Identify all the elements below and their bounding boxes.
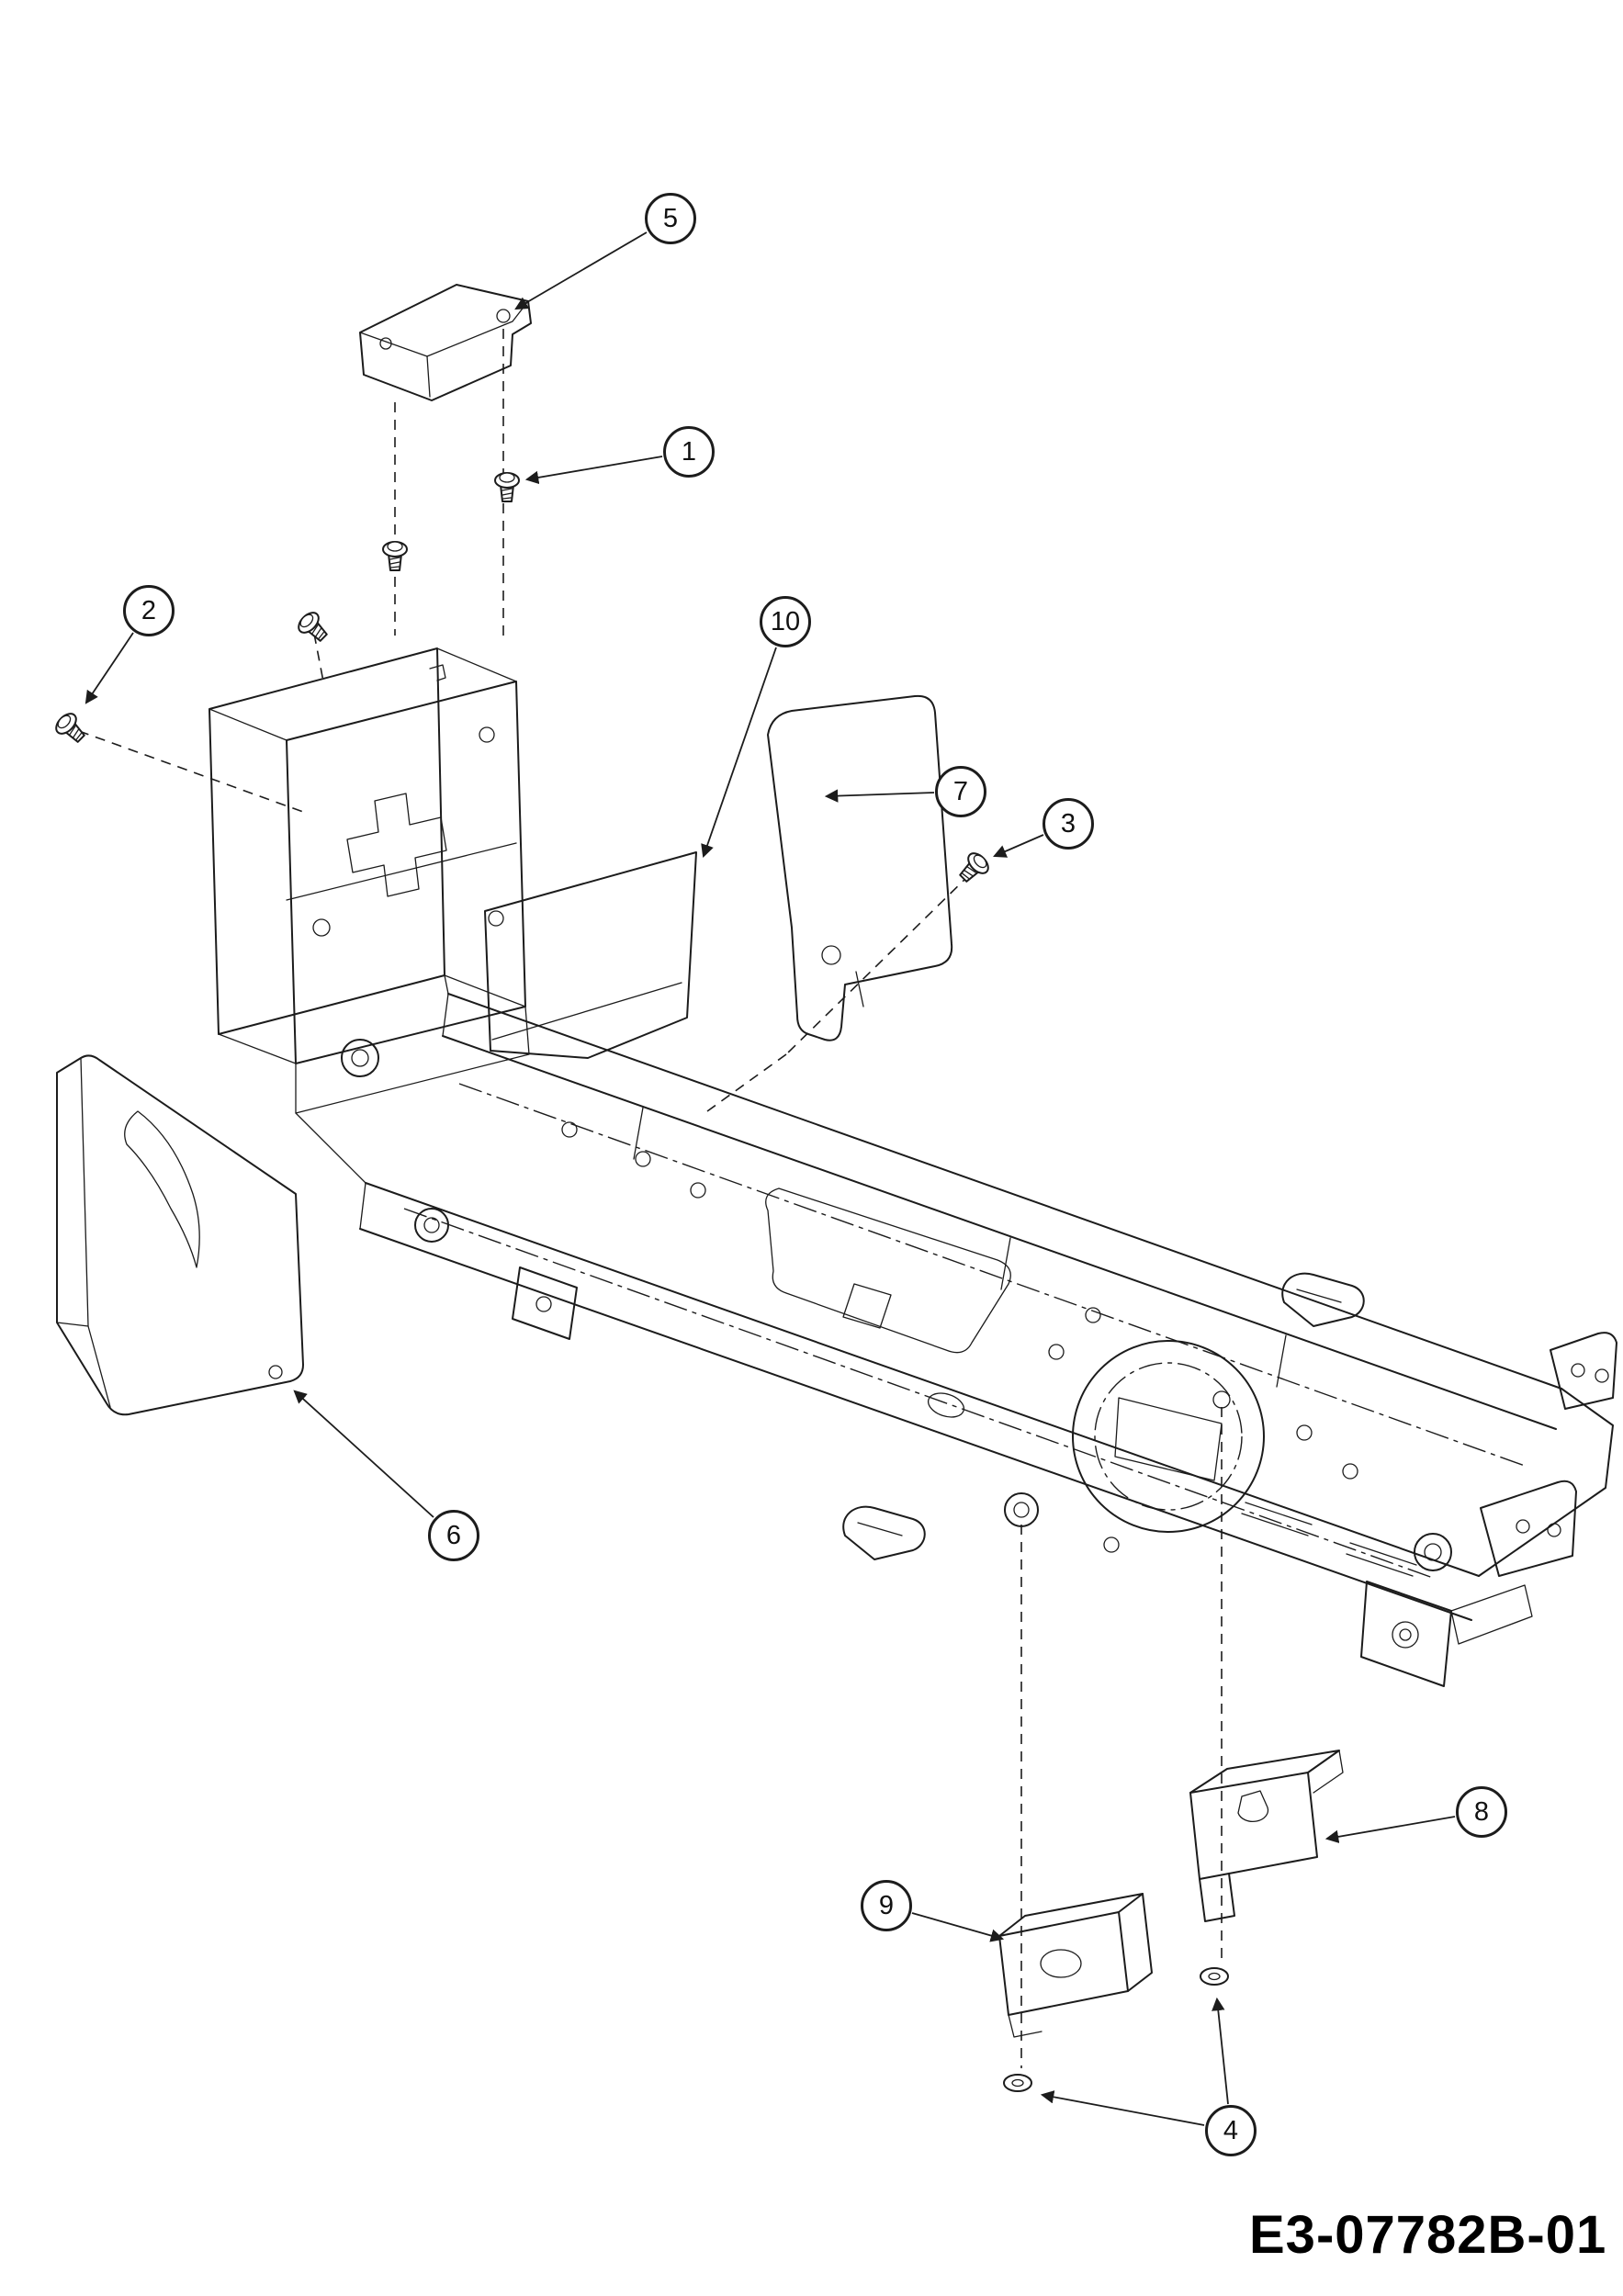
callout-4[interactable]: 4: [1205, 2105, 1257, 2156]
screw-battery-box-top: [294, 608, 333, 647]
callout-9-label: 9: [878, 1890, 895, 1920]
callout-1[interactable]: 1: [663, 426, 715, 478]
callout-1-label: 1: [681, 436, 697, 467]
screw-part-2: [51, 709, 91, 748]
bracket-part-5: [359, 284, 532, 401]
callout-7-label: 7: [952, 776, 969, 806]
callout-5[interactable]: 5: [645, 193, 696, 244]
nut-part-4-left: [1003, 2074, 1032, 2092]
screw-under-bracket-5: [382, 541, 408, 571]
callout-3-label: 3: [1060, 808, 1076, 838]
assembly-guide-lines: [78, 329, 1223, 2068]
battery-box: [209, 647, 530, 1114]
callout-2[interactable]: 2: [123, 585, 175, 636]
panel-part-10: [484, 851, 697, 1059]
bracket-part-8: [1189, 1750, 1344, 1922]
callout-5-label: 5: [662, 203, 679, 233]
callout-leader-lines: [85, 231, 1456, 2126]
screw-part-4-right: [1200, 1967, 1229, 1986]
callout-4-label: 4: [1223, 2115, 1239, 2145]
screw-part-1: [494, 472, 520, 502]
panel-part-7: [767, 694, 953, 1041]
callout-6-label: 6: [445, 1520, 462, 1550]
main-frame: [295, 974, 1617, 1687]
panel-part-6: [56, 1054, 304, 1416]
callout-3[interactable]: 3: [1043, 798, 1094, 850]
callout-10-label: 10: [770, 606, 801, 636]
callout-7[interactable]: 7: [935, 766, 986, 817]
callout-9[interactable]: 9: [861, 1880, 912, 1931]
callout-8-label: 8: [1473, 1796, 1490, 1827]
callout-2-label: 2: [141, 595, 157, 625]
callout-10[interactable]: 10: [760, 596, 811, 647]
callout-8[interactable]: 8: [1456, 1786, 1507, 1838]
screw-part-3: [953, 849, 993, 888]
part-number: E3-07782B-01: [1249, 2205, 1607, 2265]
callout-6[interactable]: 6: [428, 1510, 479, 1561]
bracket-part-9: [998, 1893, 1153, 2038]
